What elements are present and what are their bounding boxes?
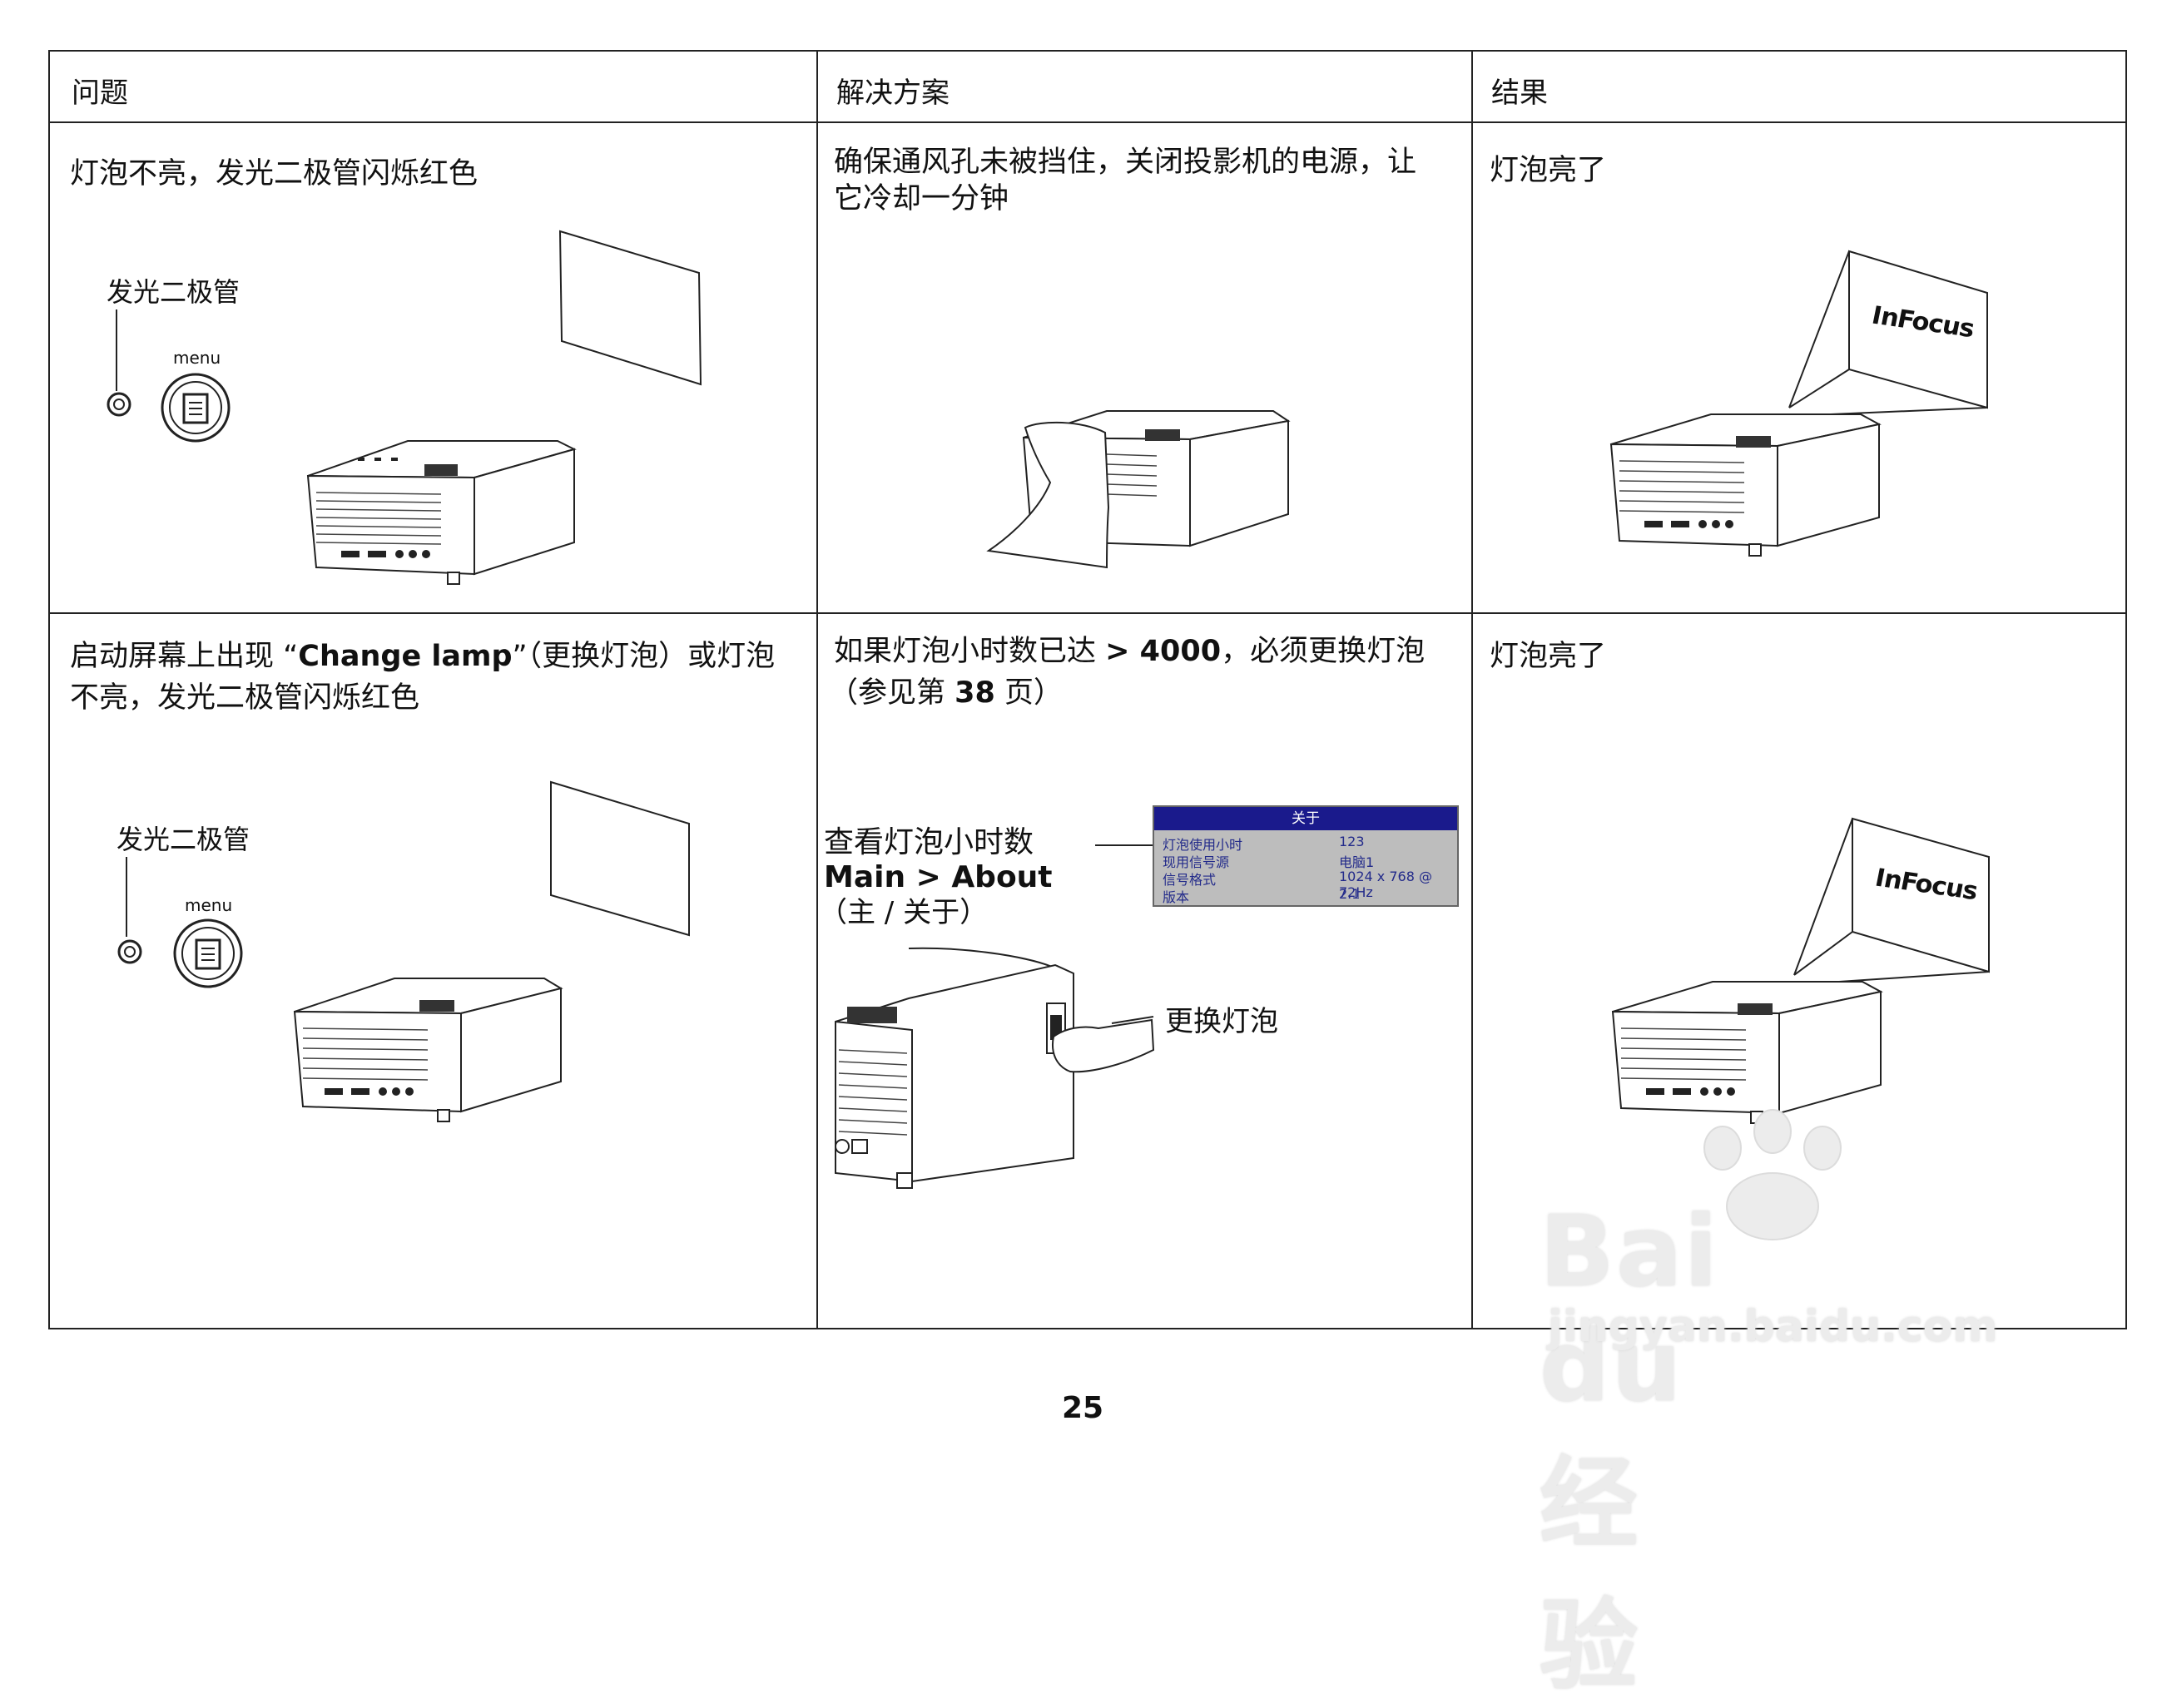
row1-problem-text: 灯泡不亮，发光二极管闪烁红色 <box>70 157 479 191</box>
callout-line <box>1095 844 1153 846</box>
header-divider <box>50 121 2125 123</box>
check-lamp-hours-label: 查看灯泡小时数 <box>824 825 1034 859</box>
blank-screen-icon <box>558 230 702 386</box>
check-lamp-hours-path: Main > About <box>824 860 1053 894</box>
troubleshooting-table: 问题 解决方案 结果 <box>48 50 2127 1329</box>
about-menu-row: 现用信号源电脑1 <box>1163 854 1375 870</box>
projected-screen-icon <box>1788 250 1988 415</box>
header-result: 结果 <box>1491 77 1548 110</box>
header-solution: 解决方案 <box>836 77 950 110</box>
row2-result-text: 灯泡亮了 <box>1490 640 1607 673</box>
menu-button-icon <box>161 373 231 443</box>
watermark-brand: Bai du 经验 <box>1540 1194 1720 1703</box>
header-problem: 问题 <box>72 77 128 110</box>
check-lamp-hours-path-cn: （主 / 关于） <box>819 896 989 929</box>
watermark-url: jingyan.baidu.com <box>1548 1302 1998 1352</box>
row2-problem-line1: 启动屏幕上出现 “Change lamp”（更换灯泡）或灯泡 <box>70 640 776 673</box>
projector-icon <box>1609 413 1882 557</box>
row1-menu-label: menu <box>173 348 221 368</box>
paw-icon <box>1703 1109 1842 1240</box>
blank-screen-icon <box>550 780 690 937</box>
page-number: 25 <box>1062 1391 1104 1425</box>
replace-lamp-label: 更换灯泡 <box>1165 1005 1278 1038</box>
row1-solution-line1: 确保通风孔未被挡住，关闭投影机的电源，让 <box>834 146 1417 179</box>
row2-menu-label: menu <box>185 895 233 915</box>
row2-solution-line2: （参见第 38 页） <box>829 676 1063 710</box>
projector-icon <box>1611 981 1883 1124</box>
menu-button-icon <box>173 918 243 988</box>
row1-led-label: 发光二极管 <box>107 276 240 308</box>
row-divider <box>50 612 2125 614</box>
blocked-projector-icon <box>986 410 1291 569</box>
about-menu-title: 关于 <box>1154 807 1457 830</box>
led-indicator-icon <box>117 857 142 964</box>
row2-problem-line2: 不亮，发光二极管闪烁红色 <box>70 681 420 715</box>
projector-icon <box>306 440 577 585</box>
row2-solution-line1: 如果灯泡小时数已达 > 4000，必须更换灯泡 <box>834 635 1426 668</box>
row1-result-text: 灯泡亮了 <box>1490 154 1607 187</box>
row1-solution-line2: 它冷却一分钟 <box>834 182 1009 215</box>
column-divider <box>816 52 818 1328</box>
row2-led-label: 发光二极管 <box>117 824 250 855</box>
projected-screen-icon <box>1793 817 1990 983</box>
projector-icon <box>293 978 563 1122</box>
lamp-replacement-illustration-icon <box>835 947 1155 1189</box>
led-indicator-icon <box>107 309 131 417</box>
column-divider <box>1471 52 1473 1328</box>
